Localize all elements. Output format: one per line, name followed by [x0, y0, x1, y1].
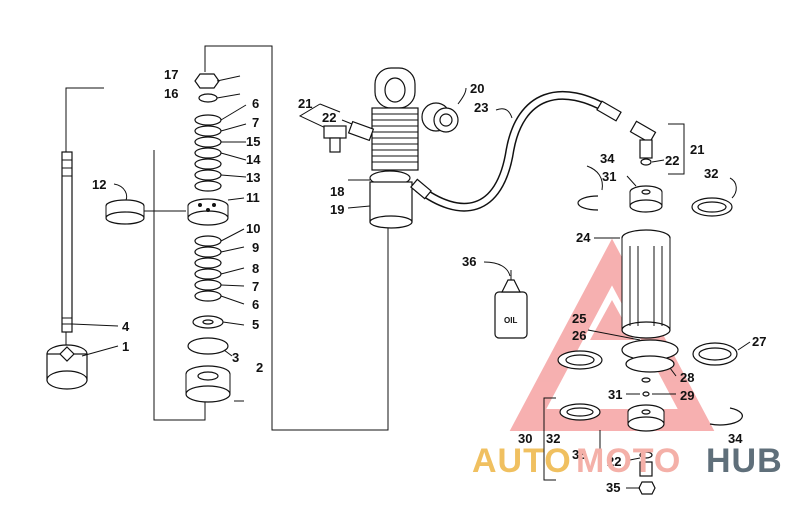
label-33: 33 [572, 447, 586, 462]
watermark-part-3: HUB [706, 442, 783, 480]
label-34b: 34 [728, 431, 743, 446]
label-24: 24 [576, 230, 591, 245]
label-8: 8 [252, 261, 259, 276]
label-7b: 7 [252, 279, 259, 294]
part-20-bushing [421, 87, 467, 133]
part-12-ring [105, 183, 186, 225]
label-3: 3 [232, 350, 239, 365]
label-25: 25 [572, 311, 586, 326]
label-13: 13 [246, 170, 260, 185]
label-14: 14 [246, 152, 261, 167]
label-22b: 22 [665, 153, 679, 168]
label-27: 27 [752, 334, 766, 349]
oil-bottle [483, 261, 528, 339]
label-29: 29 [680, 388, 694, 403]
label-26: 26 [572, 328, 586, 343]
label-22a: 22 [322, 110, 336, 125]
shaft-assembly [46, 87, 119, 390]
lower-parts [543, 329, 751, 495]
label-28: 28 [680, 370, 694, 385]
reservoir-cap [626, 175, 663, 213]
label-4: 4 [122, 319, 130, 334]
label-1: 1 [122, 339, 129, 354]
label-12: 12 [92, 177, 106, 192]
watermark-part-1: AUTO [472, 442, 572, 480]
label-31b: 31 [608, 387, 622, 402]
fitting-right [629, 120, 685, 175]
bottle-label: OIL [504, 316, 517, 325]
watermark-text: AUTO MOTO HUB [472, 442, 783, 480]
label-36: 36 [462, 254, 476, 269]
label-32a: 32 [704, 166, 718, 181]
label-9: 9 [252, 240, 259, 255]
hose-23 [410, 91, 622, 212]
shock-body [347, 67, 419, 229]
label-10: 10 [246, 221, 260, 236]
label-11: 11 [246, 190, 260, 205]
label-21b: 21 [690, 142, 704, 157]
label-23: 23 [474, 100, 488, 115]
fitting-left [298, 103, 353, 153]
label-15: 15 [246, 134, 260, 149]
label-32b: 32 [546, 431, 560, 446]
label-18: 18 [330, 184, 344, 199]
valve-stack [153, 45, 389, 431]
label-20: 20 [470, 81, 484, 96]
reservoir-24 [594, 229, 671, 339]
watermark-part-2: MOTO [576, 442, 681, 480]
label-19: 19 [330, 202, 344, 217]
label-35: 35 [606, 480, 620, 495]
label-30: 30 [518, 431, 532, 446]
label-34a: 34 [600, 151, 615, 166]
label-21a: 21 [298, 96, 312, 111]
label-17: 17 [164, 67, 178, 82]
label-6b: 6 [252, 297, 259, 312]
label-6a: 6 [252, 96, 259, 111]
part-labels: 1 2 3 4 5 6 6 7 7 8 9 10 11 12 13 14 15 … [92, 67, 766, 495]
label-2: 2 [256, 360, 263, 375]
label-22c: 22 [607, 454, 621, 469]
label-5: 5 [252, 317, 259, 332]
label-16: 16 [164, 86, 178, 101]
label-31a: 31 [602, 169, 616, 184]
label-7a: 7 [252, 115, 259, 130]
upper-rings [577, 165, 737, 217]
